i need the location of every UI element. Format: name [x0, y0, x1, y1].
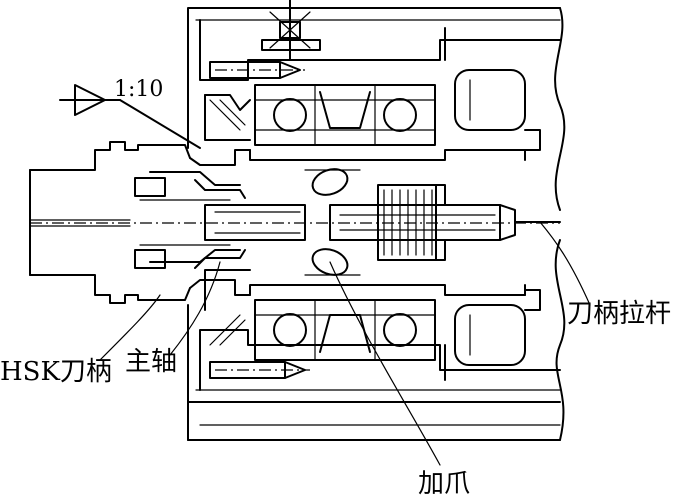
upper-bearings	[204, 84, 436, 146]
upper-dowel-pin	[209, 61, 305, 79]
taper-ratio-label: 1:10	[114, 77, 163, 102]
drawbar-label: 刀柄拉杆	[567, 299, 671, 329]
spindle-label: 主轴	[125, 347, 177, 377]
lower-bearings	[209, 299, 436, 361]
disc-spring-pack	[377, 184, 446, 261]
top-adjusting-screw	[261, 0, 321, 61]
spindle-shaft	[249, 149, 526, 296]
lower-dowel-pin	[209, 361, 310, 379]
leader-lines	[99, 221, 591, 466]
taper-symbol	[59, 84, 201, 149]
housing-inner-walls	[199, 19, 561, 391]
spindle-housing	[187, 7, 566, 441]
hsk-tool-holder	[29, 141, 560, 304]
spindle-nose	[134, 149, 251, 296]
hsk-tool-holder-label: HSK刀柄	[0, 357, 112, 387]
clamping-sleeve	[194, 179, 306, 269]
clamp-jaw-label: 加爪	[418, 469, 470, 499]
clamp-jaws	[304, 168, 361, 276]
drawbar	[329, 204, 561, 241]
